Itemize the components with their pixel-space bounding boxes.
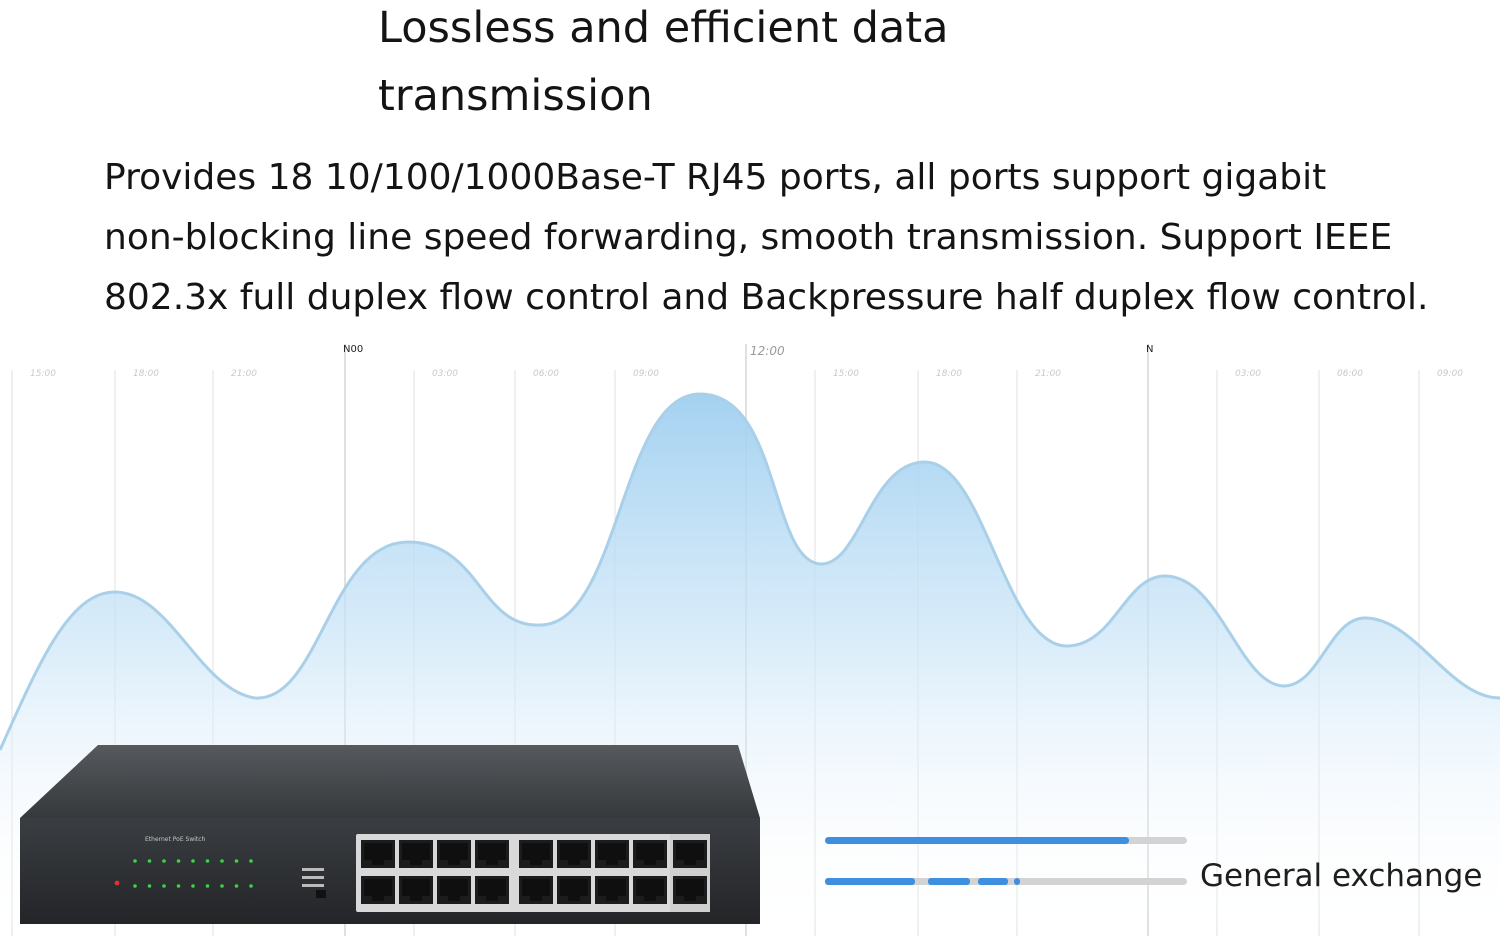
device-label: Ethernet PoE Switch bbox=[145, 836, 206, 843]
minor-time-label: 18:00 bbox=[133, 369, 159, 379]
led bbox=[176, 859, 181, 863]
rj45-port bbox=[475, 876, 509, 904]
led bbox=[147, 884, 152, 888]
rj45-port bbox=[361, 876, 395, 904]
rj45-port bbox=[361, 840, 395, 868]
rj45-port bbox=[399, 876, 433, 904]
led bbox=[220, 884, 224, 888]
major-label-3: N bbox=[1146, 344, 1153, 355]
switch-illustration: Ethernet PoE Switch bbox=[20, 745, 760, 924]
led bbox=[133, 884, 137, 888]
minor-time-label: 21:00 bbox=[231, 369, 257, 379]
minor-time-label: 06:00 bbox=[533, 369, 559, 379]
major-label-1: N00 bbox=[343, 344, 363, 355]
description-line-2: non-blocking line speed forwarding, smoo… bbox=[104, 217, 1393, 258]
led bbox=[191, 884, 195, 888]
full-rate-bar bbox=[825, 837, 1130, 844]
headline-line-2: transmission bbox=[378, 71, 653, 121]
led bbox=[205, 859, 210, 863]
led bbox=[147, 859, 152, 863]
minor-time-label: 03:00 bbox=[1235, 369, 1261, 379]
rj45-port bbox=[673, 840, 707, 868]
legend-caption: General exchange bbox=[1200, 858, 1483, 894]
description-line-1: Provides 18 10/100/1000Base-T RJ45 ports… bbox=[104, 157, 1327, 198]
rate-segment bbox=[928, 878, 970, 885]
rj45-port bbox=[475, 840, 509, 868]
throughput-legend bbox=[825, 837, 1187, 885]
led bbox=[162, 859, 166, 863]
status-leds bbox=[114, 859, 253, 888]
led bbox=[249, 859, 253, 863]
minor-time-label: 15:00 bbox=[30, 369, 56, 379]
minor-time-label: 06:00 bbox=[1337, 369, 1363, 379]
general-rate-bar bbox=[825, 878, 1020, 885]
led bbox=[249, 884, 253, 888]
led bbox=[162, 884, 166, 888]
switch-top-panel bbox=[20, 745, 760, 818]
description-line-3: 802.3x full duplex flow control and Back… bbox=[104, 277, 1429, 318]
headline: Lossless and efficient data transmission bbox=[378, 0, 1078, 130]
rate-segment bbox=[825, 878, 915, 885]
rj45-port bbox=[595, 876, 629, 904]
rj45-port bbox=[519, 840, 553, 868]
led bbox=[234, 884, 239, 888]
minor-time-label: 09:00 bbox=[633, 369, 659, 379]
reset-button[interactable] bbox=[302, 868, 326, 898]
led bbox=[234, 859, 239, 863]
rate-segment bbox=[978, 878, 1008, 885]
rj45-port bbox=[673, 876, 707, 904]
major-label-2: 12:00 bbox=[750, 344, 785, 358]
network-switch: Ethernet PoE Switch bbox=[20, 740, 765, 934]
led bbox=[205, 884, 210, 888]
minor-time-label: 21:00 bbox=[1035, 369, 1061, 379]
rj45-port bbox=[437, 876, 471, 904]
minor-time-label: 18:00 bbox=[936, 369, 962, 379]
headline-line-1: Lossless and efficient data bbox=[378, 3, 949, 53]
traffic-wave-line bbox=[0, 392, 1500, 751]
led bbox=[176, 884, 181, 888]
rj45-port bbox=[633, 876, 667, 904]
rj45-port bbox=[399, 840, 433, 868]
rj45-port bbox=[519, 876, 553, 904]
rj45-port bbox=[557, 840, 591, 868]
led bbox=[220, 859, 224, 863]
led bbox=[191, 859, 195, 863]
rj45-port bbox=[557, 876, 591, 904]
rj45-port bbox=[595, 840, 629, 868]
minor-time-label: 03:00 bbox=[432, 369, 458, 379]
rj45-port bbox=[633, 840, 667, 868]
description: Provides 18 10/100/1000Base-T RJ45 ports… bbox=[104, 148, 1484, 328]
rate-segment bbox=[1014, 878, 1020, 885]
led bbox=[133, 859, 137, 863]
minor-time-label: 15:00 bbox=[833, 369, 859, 379]
rj45-ports bbox=[361, 834, 710, 912]
power-led bbox=[114, 880, 120, 886]
rj45-port bbox=[437, 840, 471, 868]
timeline-minor-labels: 15:00 18:00 21:00 03:00 06:00 09:00 15:00 18:00… bbox=[30, 369, 1463, 379]
minor-time-label: 09:00 bbox=[1437, 369, 1463, 379]
